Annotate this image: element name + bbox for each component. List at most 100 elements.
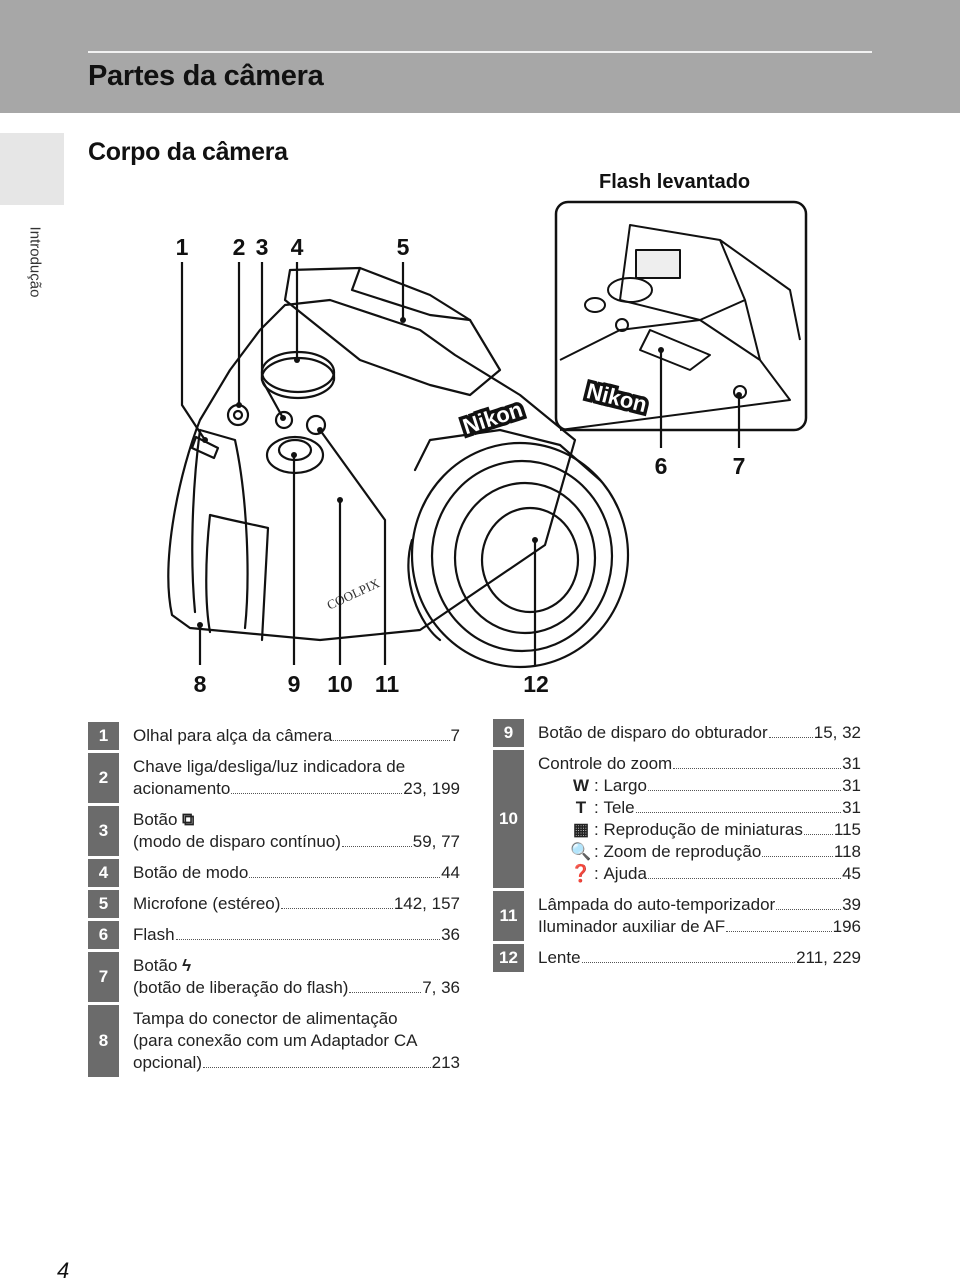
part-label: (botão de liberação do flash) [133,978,349,997]
part-row-3: 3 Botão ⧉(modo de disparo contínuo)59, 7… [88,806,460,856]
part-label: Lente [538,948,581,967]
part-pages: 142, 157 [393,894,460,913]
part-label: Controle do zoom [538,754,673,773]
part-row-4: 4 Botão de modo 44 [88,859,460,887]
zoom-sub-label: Reprodução de miniaturas [603,820,803,839]
part-number: 7 [88,952,119,1002]
camera-diagram: Nikon COOLPIX Nikon 1 2 3 4 [167,200,808,697]
tele-icon: T [575,798,587,817]
flash-bolt-icon: ϟ [182,956,192,975]
part-label: Lâmpada do auto-temporizador [538,895,776,914]
parts-table-right: 9 Botão de disparo do obturador 15, 32 10… [493,716,861,975]
part-row-8: 8 Tampa do conector de alimentação(para … [88,1005,460,1077]
flash-raised-label: Flash levantado [599,171,751,193]
part-label: Botão de disparo do obturador [538,723,768,742]
header-rule [88,51,872,53]
part-row-9: 9 Botão de disparo do obturador 15, 32 [493,719,861,747]
part-number: 6 [88,921,119,949]
part-number: 4 [88,859,119,887]
callout-8: 8 [194,671,207,697]
part-label: Microfone (estéreo) [133,894,281,913]
evf-housing [283,266,502,397]
leader-lines [180,262,741,665]
continuous-mode-icon: ⧉ [182,810,195,829]
zoom-sub-label: Largo [603,776,647,795]
callout-9: 9 [288,671,301,697]
part-label: Tampa do conector de alimentação [133,1009,398,1028]
part-pages: 36 [441,925,460,944]
part-number: 1 [88,722,119,750]
part-pages: 23, 199 [403,779,460,798]
callout-4: 4 [291,234,304,260]
part-row-2: 2 Chave liga/desliga/luz indicadora de ac… [88,753,460,803]
camera-body-outline [167,298,577,642]
callout-12: 12 [523,671,549,697]
flash-raised-drawing [559,224,801,431]
thumbnail-grid-icon: ▦ [572,820,590,839]
part-row-12: 12 Lente 211, 229 [493,944,861,972]
part-label: Botão de modo [133,863,249,882]
part-number: 3 [88,806,119,856]
zoom-sub-pages: 31 [842,798,861,817]
zoom-sub-label: Ajuda [603,864,647,883]
camera-model-text: COOLPIX [324,575,382,613]
part-label: opcional) [133,1053,202,1072]
part-pages: 39 [842,895,861,914]
zoom-sub-pages: 118 [833,842,861,861]
zoom-sub-pages: 31 [842,776,861,795]
lens-barrel-outer [410,441,630,669]
part-pages: 59, 77 [412,832,460,851]
part-pages: 31 [842,754,861,773]
part-label: Olhal para alça da câmera [133,726,333,745]
grip [191,428,249,630]
part-row-7: 7 Botão ϟ (botão de liberação do flash) 7,… [88,952,460,1002]
zoom-sub-pages: 115 [833,820,861,839]
callout-7: 7 [733,453,746,479]
callout-6: 6 [655,453,668,479]
magnifier-icon: 🔍 [570,842,592,861]
header-band [0,0,960,113]
part-label: Flash [133,925,175,944]
section-title: Corpo da câmera [88,138,288,166]
part-pages: 15, 32 [813,723,861,742]
callout-5: 5 [397,234,410,260]
part-pages: 211, 229 [796,948,861,967]
callout-10: 10 [327,671,353,697]
part-number: 10 [493,750,524,888]
part-row-1: 1 Olhal para alça da câmera 7 [88,722,460,750]
parts-table-left: 1 Olhal para alça da câmera 7 2 Chave lig… [88,719,460,1080]
page-title: Partes da câmera [88,60,324,92]
part-label: Botão [133,956,178,975]
zoom-sub-label: Zoom de reprodução [603,842,762,861]
part-row-6: 6 Flash 36 [88,921,460,949]
part-number: 11 [493,891,524,941]
part-row-11: 11 Lâmpada do auto-temporizador 39 Ilumin… [493,891,861,941]
page-number: 4 [57,1258,70,1283]
callout-1: 1 [176,234,189,260]
power-button [226,403,250,427]
part-pages: 7, 36 [422,978,460,997]
callout-3: 3 [256,234,269,260]
part-label: Chave liga/desliga/luz indicadora de [133,757,406,776]
part-label: Iluminador auxiliar de AF [538,917,726,936]
part-pages: 7 [450,726,460,745]
lens-glass [480,506,580,614]
side-tab [0,133,64,205]
part-pages: 44 [441,863,460,882]
part-row-5: 5 Microfone (estéreo)142, 157 [88,890,460,918]
part-label: acionamento [133,779,231,798]
callout-2: 2 [233,234,246,260]
zoom-sub-pages: 45 [842,864,861,883]
zoom-sub-label: Tele [603,798,635,817]
wide-icon: W [572,776,590,795]
part-number: 2 [88,753,119,803]
part-number: 12 [493,944,524,972]
help-icon: ❓ [570,864,592,883]
callout-11: 11 [375,671,400,697]
part-pages: 196 [832,917,861,936]
part-number: 9 [493,719,524,747]
